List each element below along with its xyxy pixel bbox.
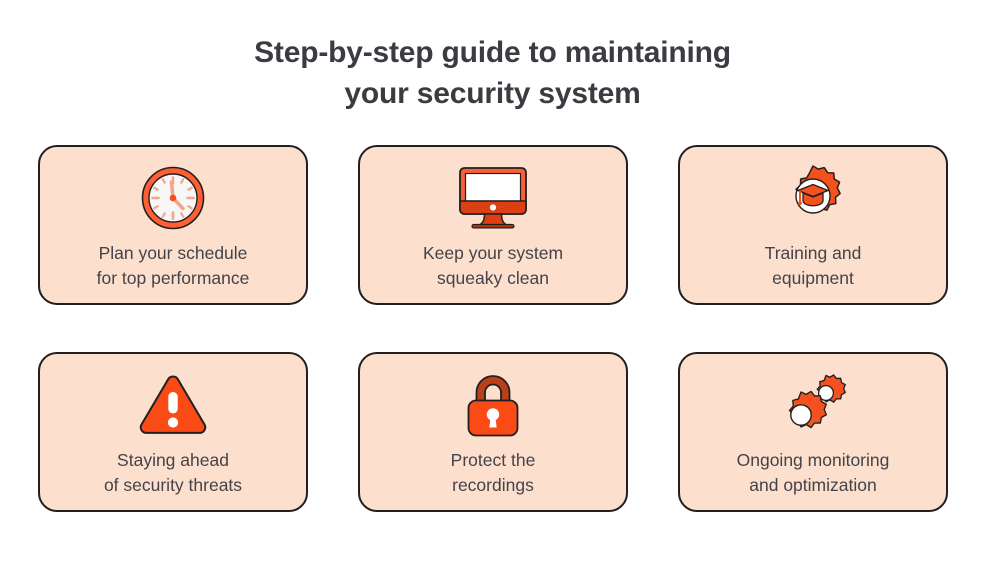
card-training-equipment[interactable]: Training and equipment xyxy=(678,145,948,305)
card-label: Training and equipment xyxy=(764,243,862,288)
clock-icon xyxy=(140,165,206,231)
card-squeaky-clean[interactable]: Keep your system squeaky clean xyxy=(358,145,628,305)
card-label: Plan your schedule for top performance xyxy=(96,243,250,288)
card-label: Staying ahead of security threats xyxy=(103,450,243,495)
card-label: Ongoing monitoring and optimization xyxy=(736,450,890,495)
card-label: Keep your system squeaky clean xyxy=(422,243,564,288)
warning-triangle-icon xyxy=(138,372,208,438)
card-label: Protect the recordings xyxy=(450,450,536,495)
monitor-icon xyxy=(455,165,531,231)
card-plan-schedule[interactable]: Plan your schedule for top performance xyxy=(38,145,308,305)
card-ongoing-monitoring[interactable]: Ongoing monitoring and optimization xyxy=(678,352,948,512)
page-title-line-2: your security system xyxy=(344,77,641,111)
gears-icon xyxy=(773,372,853,438)
graduation-cap-gear-icon xyxy=(779,165,847,231)
card-protect-recordings[interactable]: Protect the recordings xyxy=(358,352,628,512)
steps-grid: Plan your schedule for top performance K… xyxy=(38,145,948,512)
padlock-icon xyxy=(463,372,523,438)
card-security-threats[interactable]: Staying ahead of security threats xyxy=(38,352,308,512)
page-title-line-1: Step-by-step guide to maintaining xyxy=(254,36,731,69)
page-title: Step-by-step guide to maintaining your s… xyxy=(0,32,985,115)
